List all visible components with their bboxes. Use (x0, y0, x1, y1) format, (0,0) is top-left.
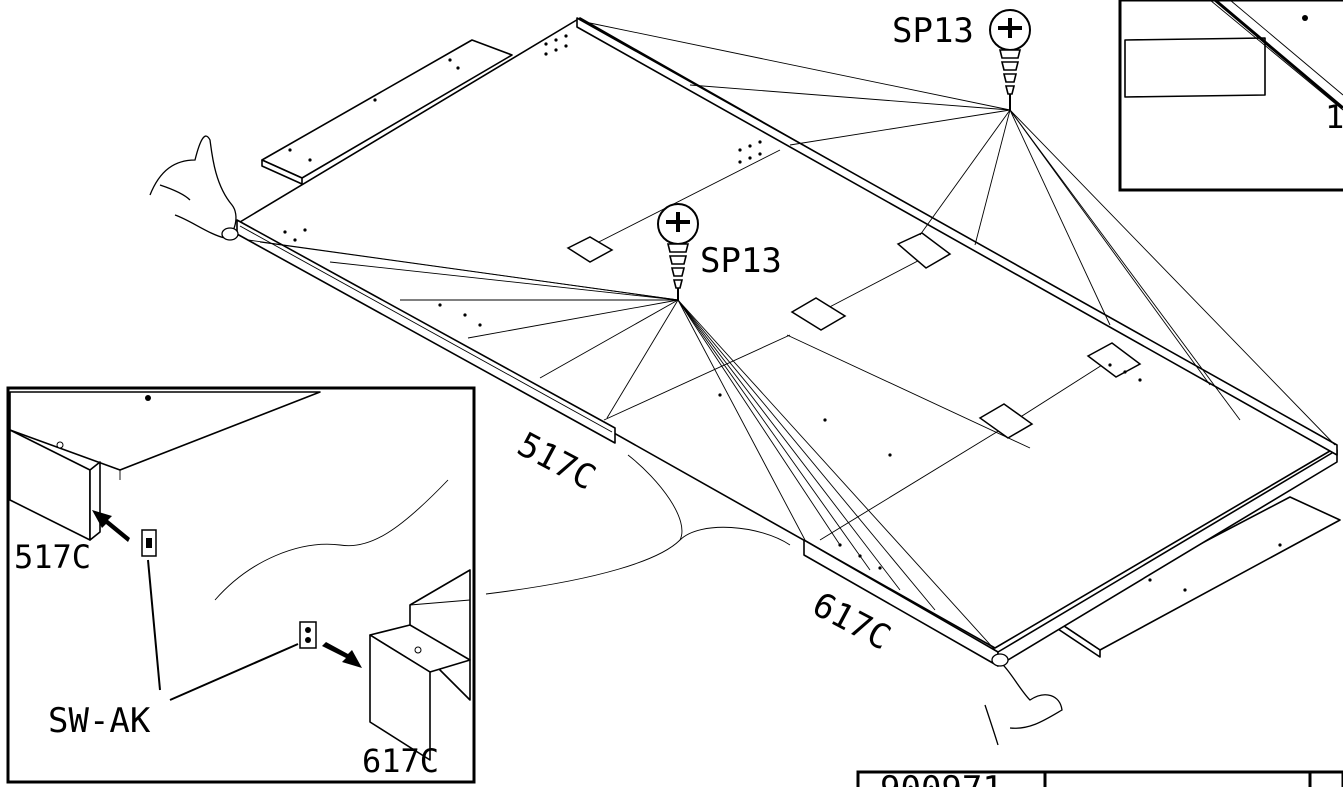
panel-label-517c: 517C (511, 425, 602, 499)
screw-lines-mid (247, 239, 996, 651)
screw-lines-top (584, 21, 1336, 446)
screw-label-mid: SP13 (700, 241, 782, 281)
arrow-icon (322, 642, 362, 668)
back-left-panel (261, 39, 513, 185)
inset-label-617c: 617C (362, 742, 439, 780)
top-rail (576, 17, 1338, 456)
mounting-plates (566, 232, 1142, 439)
inset-label-sw-ak: SW-AK (48, 701, 151, 741)
drill-holes (283, 34, 1282, 592)
title-block-code: 900971 (880, 769, 1003, 787)
screw-label-top: SP13 (892, 11, 974, 51)
screw-icon (989, 9, 1031, 110)
inset-top-right: 1 (1118, 0, 1343, 192)
inset-top-label: 1 (1325, 98, 1343, 136)
rail-517c (236, 219, 616, 444)
connector-clip-icon (299, 621, 317, 649)
connector-clip-icon (141, 529, 157, 557)
inset-bottom-left: 517C SW-AK 617C (6, 386, 476, 784)
title-block: 900971 (856, 769, 1343, 792)
arrow-icon (92, 510, 130, 542)
screw-icon (657, 203, 699, 300)
inset-label-517c: 517C (14, 538, 91, 576)
hand-icon (984, 653, 1063, 746)
hand-icon (149, 135, 239, 241)
rail-617c (803, 449, 1338, 667)
